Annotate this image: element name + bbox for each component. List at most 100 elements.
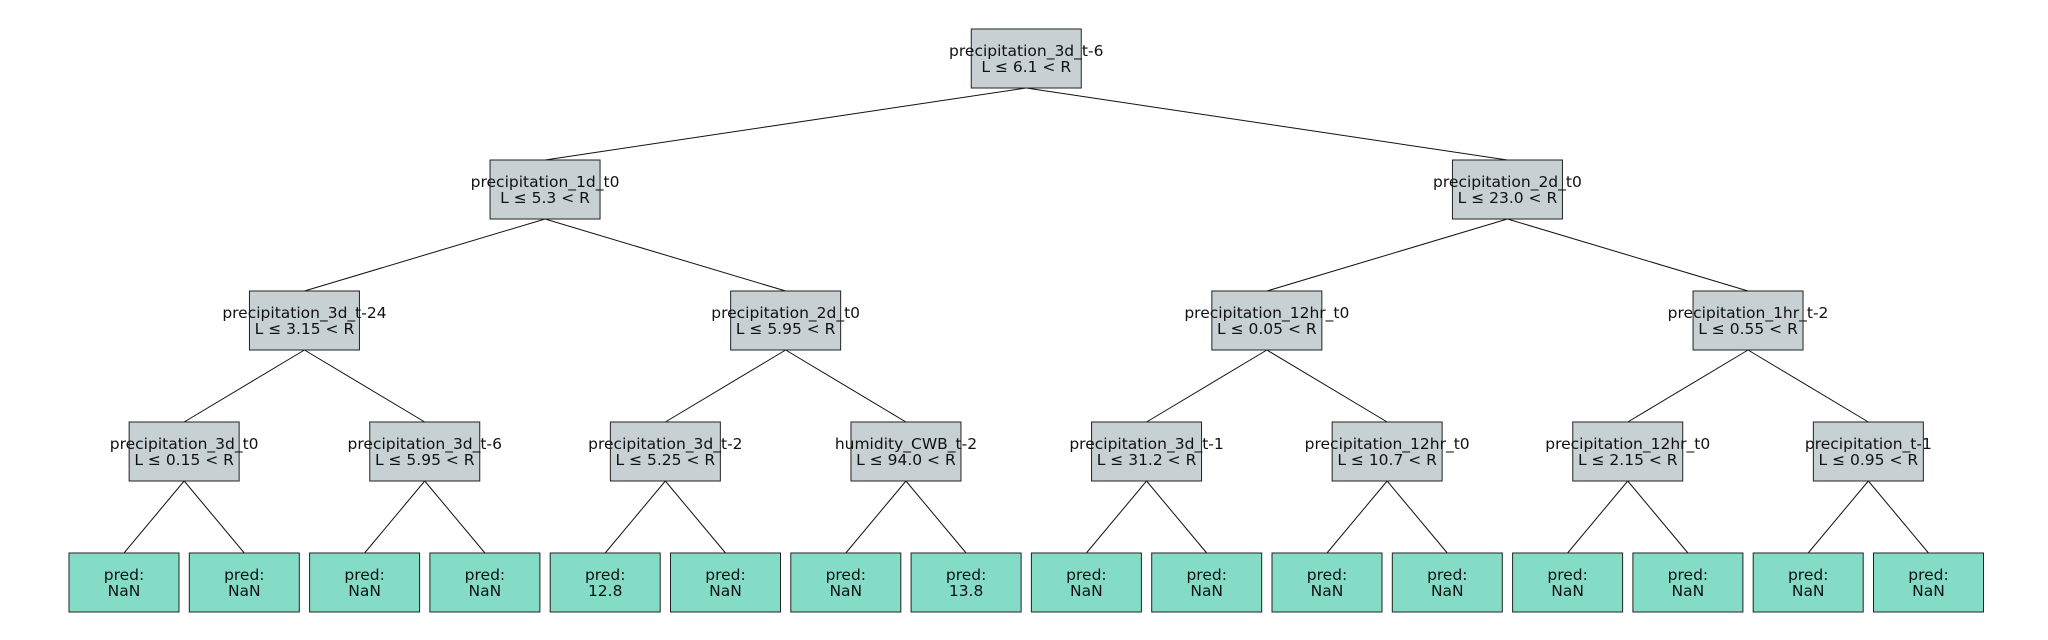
split-node-box (1211, 290, 1323, 351)
leaf-node-box (790, 552, 902, 613)
split-node: precipitation_3d_t-6L ≤ 6.1 < R (949, 28, 1103, 89)
leaf-pred-value: NaN (1431, 582, 1464, 600)
leaf-pred-value: 12.8 (588, 582, 623, 600)
leaf-node-box (429, 552, 541, 613)
leaf-node-box (1151, 552, 1263, 613)
tree-edge (1146, 349, 1268, 423)
tree-edge (123, 480, 185, 554)
leaf-pred-value: NaN (228, 582, 261, 600)
split-node: precipitation_2d_t0L ≤ 5.95 < R (711, 290, 860, 351)
split-threshold-label: L ≤ 6.1 < R (981, 58, 1071, 76)
split-node-box (1692, 290, 1804, 351)
leaf-node: pred:NaN (188, 552, 300, 613)
leaf-pred-label: pred: (946, 566, 986, 584)
leaf-node: pred:NaN (429, 552, 541, 613)
tree-nodes: precipitation_3d_t-6L ≤ 6.1 < Rprecipita… (68, 28, 1984, 613)
split-feature-label: precipitation_3d_t-6 (949, 42, 1103, 61)
split-node: precipitation_12hr_t0L ≤ 10.7 < R (1305, 421, 1470, 482)
tree-edge (1507, 218, 1749, 292)
tree-edge (304, 349, 426, 423)
split-feature-label: precipitation_3d_t-1 (1069, 435, 1223, 454)
leaf-pred-label: pred: (1788, 566, 1828, 584)
leaf-pred-value: NaN (1792, 582, 1825, 600)
split-threshold-label: L ≤ 5.95 < R (736, 320, 836, 338)
split-feature-label: precipitation_t-1 (1805, 435, 1932, 454)
leaf-pred-value: NaN (469, 582, 502, 600)
leaf-node-box (910, 552, 1022, 613)
leaf-node-box (1752, 552, 1864, 613)
split-node-box (609, 421, 721, 482)
leaf-pred-value: NaN (709, 582, 742, 600)
leaf-node-box (549, 552, 661, 613)
leaf-pred-label: pred: (705, 566, 745, 584)
tree-edge (905, 480, 967, 554)
leaf-node-box (1512, 552, 1624, 613)
tree-edge (544, 218, 786, 292)
leaf-pred-value: 13.8 (949, 582, 984, 600)
split-node: precipitation_2d_t0L ≤ 23.0 < R (1433, 159, 1582, 220)
leaf-node-box (68, 552, 180, 613)
split-threshold-label: L ≤ 0.05 < R (1217, 320, 1317, 338)
split-feature-label: humidity_CWB_t-2 (835, 435, 977, 454)
tree-edge (1086, 480, 1147, 554)
split-threshold-label: L ≤ 5.25 < R (616, 451, 716, 469)
tree-edge (1266, 218, 1508, 292)
leaf-pred-label: pred: (1307, 566, 1347, 584)
split-threshold-label: L ≤ 5.3 < R (500, 189, 590, 207)
split-node: precipitation_1hr_t-2L ≤ 0.55 < R (1668, 290, 1828, 351)
leaf-node-box (1873, 552, 1984, 613)
split-node-box (1812, 421, 1924, 482)
split-threshold-label: L ≤ 31.2 < R (1097, 451, 1197, 469)
leaf-pred-label: pred: (1066, 566, 1106, 584)
tree-edges (123, 87, 1929, 554)
split-node: precipitation_12hr_t0L ≤ 2.15 < R (1545, 421, 1710, 482)
split-feature-label: precipitation_12hr_t0 (1305, 435, 1470, 454)
leaf-node-box (1030, 552, 1142, 613)
leaf-pred-value: NaN (1912, 582, 1945, 600)
tree-edge (364, 480, 426, 554)
split-feature-label: precipitation_12hr_t0 (1545, 435, 1710, 454)
tree-edge (183, 480, 245, 554)
split-feature-label: precipitation_3d_t-6 (348, 435, 502, 454)
split-feature-label: precipitation_1d_t0 (471, 173, 620, 192)
leaf-pred-value: NaN (108, 582, 141, 600)
split-node: precipitation_1d_t0L ≤ 5.3 < R (471, 159, 620, 220)
tree-edge (1627, 349, 1749, 423)
split-node-box (1091, 421, 1203, 482)
split-threshold-label: L ≤ 0.55 < R (1698, 320, 1798, 338)
split-node-box (1572, 421, 1684, 482)
split-feature-label: precipitation_3d_t0 (110, 435, 259, 454)
leaf-node: pred:NaN (670, 552, 781, 613)
split-node-box (1331, 421, 1443, 482)
leaf-pred-value: NaN (1551, 582, 1584, 600)
leaf-pred-label: pred: (1427, 566, 1467, 584)
split-feature-label: precipitation_2d_t0 (1433, 173, 1582, 192)
leaf-node-box (1271, 552, 1383, 613)
tree-edge (1326, 480, 1388, 554)
leaf-node-box (670, 552, 781, 613)
tree-edge (845, 480, 907, 554)
split-node-box (369, 421, 481, 482)
leaf-pred-value: NaN (1311, 582, 1344, 600)
leaf-node: pred:NaN (1151, 552, 1263, 613)
split-node-box (489, 159, 601, 220)
tree-edge (424, 480, 486, 554)
split-threshold-label: L ≤ 10.7 < R (1337, 451, 1437, 469)
leaf-node: pred:NaN (309, 552, 421, 613)
leaf-pred-label: pred: (104, 566, 144, 584)
split-feature-label: precipitation_3d_t-24 (222, 304, 386, 323)
leaf-pred-label: pred: (826, 566, 866, 584)
leaf-node: pred:NaN (1271, 552, 1383, 613)
leaf-pred-value: NaN (829, 582, 862, 600)
leaf-pred-label: pred: (1668, 566, 1708, 584)
split-node-box (850, 421, 962, 482)
split-feature-label: precipitation_3d_t-2 (588, 435, 742, 454)
tree-edge (1026, 87, 1508, 161)
tree-edge (1266, 349, 1388, 423)
leaf-node-box (1391, 552, 1503, 613)
tree-edge (183, 349, 305, 423)
split-node: precipitation_12hr_t0L ≤ 0.05 < R (1184, 290, 1349, 351)
split-node: precipitation_3d_t-6L ≤ 5.95 < R (348, 421, 502, 482)
split-threshold-label: L ≤ 23.0 < R (1458, 189, 1558, 207)
